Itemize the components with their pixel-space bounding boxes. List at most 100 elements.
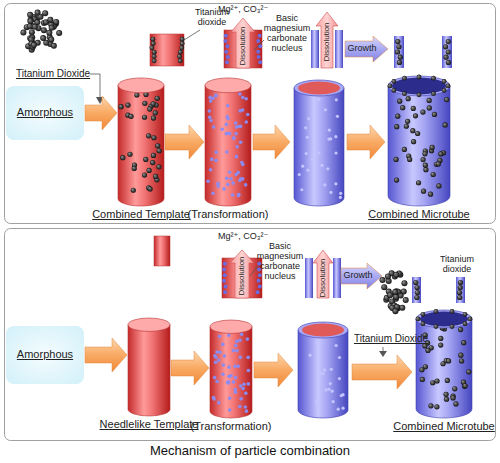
particle	[238, 405, 242, 409]
particle	[244, 183, 248, 187]
particle	[246, 113, 250, 117]
particle	[233, 388, 237, 392]
particle	[235, 145, 239, 149]
particle	[258, 285, 262, 289]
particle	[239, 125, 243, 129]
particle	[223, 354, 227, 358]
particle	[151, 101, 156, 106]
particle	[324, 388, 327, 391]
particle	[311, 158, 314, 161]
particle	[463, 383, 468, 388]
process-label: Dissolution	[239, 26, 248, 65]
particle	[452, 386, 457, 391]
particle	[226, 117, 230, 121]
particle	[257, 279, 261, 283]
particle	[29, 29, 35, 35]
particle	[232, 380, 236, 384]
particle	[235, 155, 239, 159]
particle	[214, 93, 218, 97]
particle	[125, 102, 130, 107]
particle	[256, 290, 260, 294]
microtube-wall	[456, 277, 465, 303]
tube-body	[118, 85, 164, 206]
arrow-head	[96, 97, 104, 104]
particle	[320, 164, 323, 167]
particle	[222, 279, 226, 283]
particle	[226, 183, 230, 187]
particle	[151, 135, 156, 140]
particle	[427, 105, 432, 110]
particle	[440, 361, 445, 366]
flow-arrow-shape	[85, 338, 127, 372]
particle	[319, 371, 322, 374]
state-name: Amorphous	[17, 106, 73, 119]
particle	[241, 177, 245, 181]
particle	[463, 312, 468, 317]
process-label: Dissolution	[319, 258, 328, 297]
material-label: Titanium dioxide	[434, 255, 480, 275]
process-label: Growth	[343, 271, 372, 281]
particle	[40, 35, 46, 41]
particle	[215, 380, 219, 384]
particle	[443, 392, 448, 397]
particle	[155, 143, 160, 148]
particle	[232, 349, 236, 353]
particle	[442, 88, 447, 93]
particle	[405, 119, 410, 124]
tube-bore	[298, 82, 340, 95]
particle	[411, 139, 416, 144]
particle	[258, 273, 262, 277]
particle	[247, 382, 251, 386]
particle	[422, 343, 427, 348]
particle	[392, 289, 398, 295]
particle	[215, 350, 219, 354]
particle	[235, 349, 239, 353]
carbonate-wall	[335, 30, 343, 68]
flow-arrow	[253, 125, 290, 159]
particle	[244, 391, 248, 395]
particle	[457, 295, 462, 300]
particle	[430, 145, 435, 150]
material-label: Titanium Dioxide	[16, 68, 90, 79]
particle	[317, 151, 320, 154]
particle	[334, 135, 337, 138]
particle	[434, 404, 439, 409]
particle	[468, 317, 473, 322]
flow-arrow	[85, 96, 117, 130]
particle	[335, 344, 338, 347]
particle	[423, 167, 428, 172]
particle	[151, 41, 156, 46]
particle	[392, 308, 398, 314]
particle	[410, 128, 415, 133]
particle	[118, 104, 123, 109]
particle	[228, 170, 232, 174]
particle	[446, 60, 451, 65]
particle-cluster	[379, 270, 408, 314]
particle	[231, 193, 235, 197]
tube-top	[416, 310, 472, 328]
particle	[315, 342, 318, 345]
particle	[178, 58, 183, 63]
particle	[208, 109, 212, 113]
tube-node: Needlelike Template	[128, 318, 170, 416]
particle	[395, 49, 400, 54]
flow-arrow	[165, 125, 204, 159]
particle	[337, 408, 340, 411]
particle	[218, 350, 222, 354]
particle	[388, 84, 393, 89]
particle	[209, 99, 213, 103]
particle	[134, 92, 139, 97]
particle	[241, 96, 245, 100]
particle	[391, 79, 396, 84]
particle	[223, 290, 227, 294]
carbonate-wall	[333, 258, 341, 298]
particle	[402, 76, 407, 81]
nucleus-label: Basic magnesium carbonate nucleus	[262, 14, 312, 54]
particle	[209, 168, 213, 172]
particle	[461, 340, 466, 345]
tube-body	[388, 86, 450, 206]
particle	[227, 375, 231, 379]
particle	[307, 117, 310, 120]
particle	[212, 396, 216, 400]
